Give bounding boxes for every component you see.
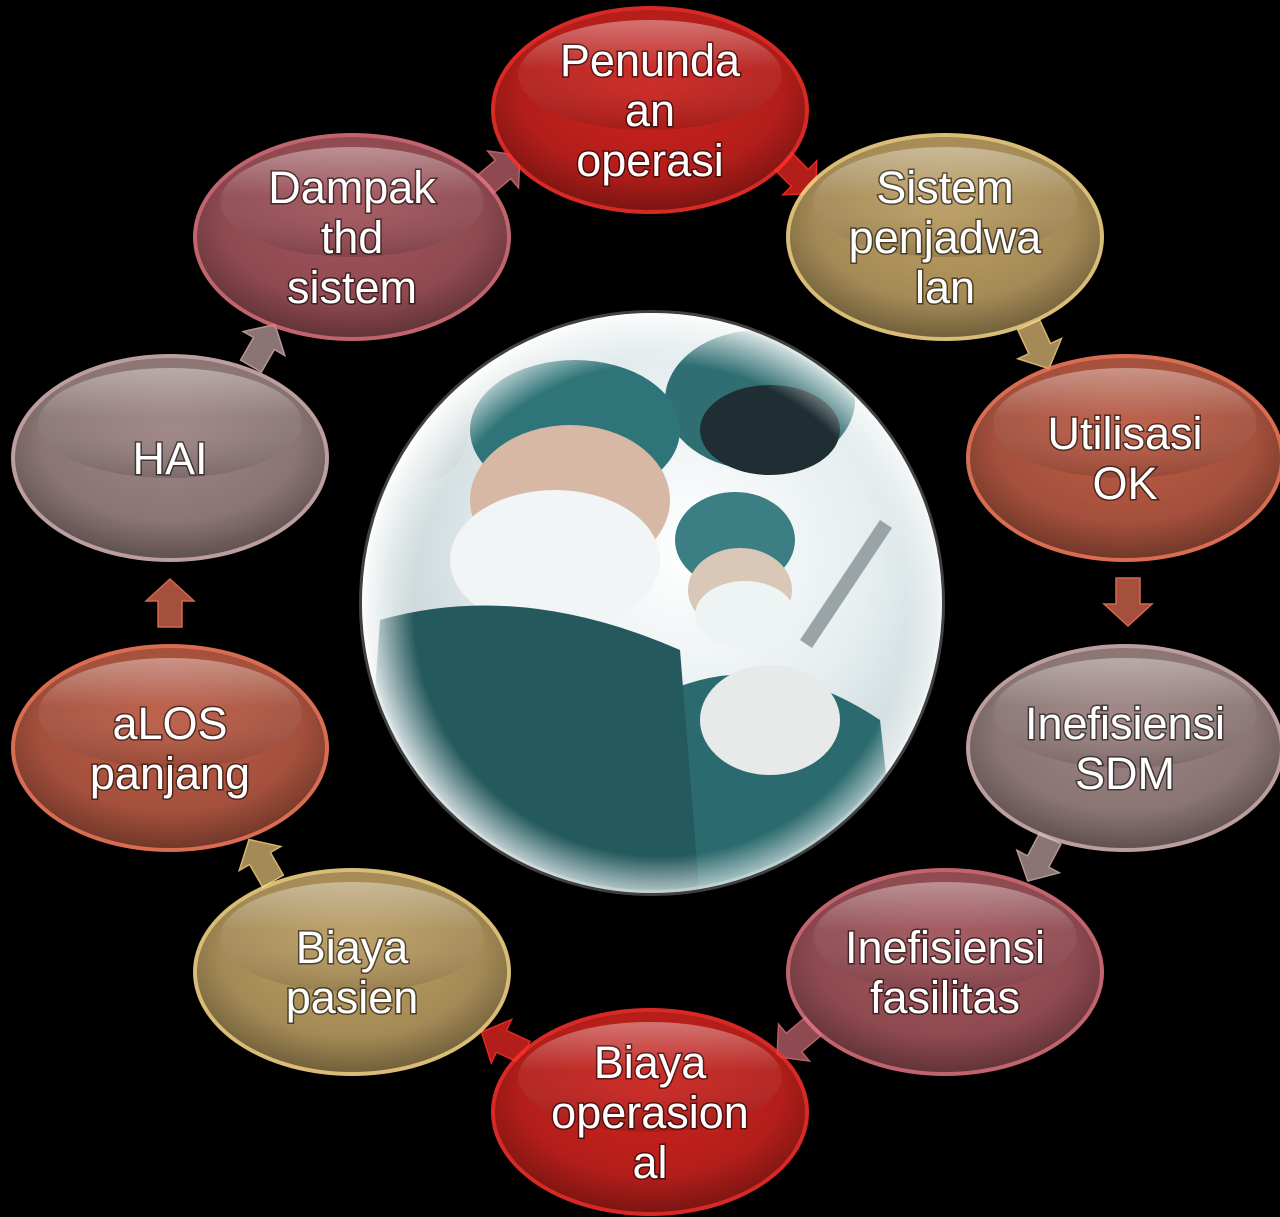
node-label-line: operasi [576,135,724,186]
node-label-line: Biaya [594,1037,708,1088]
node-label-line: an [625,85,675,136]
cycle-arrow [1104,578,1152,626]
node-label-line: Penunda [560,35,741,86]
node-label-line: Inefisiensi [1025,698,1225,749]
node-label: HAI [132,433,207,484]
node-label-line: panjang [90,748,250,799]
node-label-line: OK [1092,458,1157,509]
node-label-line: SDM [1075,748,1175,799]
node-label-line: Inefisiensi [845,922,1045,973]
node-hai: HAI [11,354,329,562]
node-label-line: aLOS [112,698,227,749]
node-label-line: Biaya [296,922,410,973]
node-label-line: pasien [286,972,419,1023]
node-label-line: al [632,1137,667,1188]
node-label-line: operasion [551,1087,749,1138]
node-label-line: thd [321,212,384,263]
node-label-line: penjadwa [849,212,1043,263]
node-label-line: Utilisasi [1047,408,1202,459]
center-photo [360,310,960,910]
cycle-arrow [146,579,194,627]
node-label-line: lan [915,262,975,313]
node-label-line: HAI [132,433,207,484]
node-label-line: Sistem [876,162,1014,213]
node-label-line: fasilitas [870,972,1020,1023]
node-label-line: sistem [287,262,417,313]
node-label-line: Dampak [268,162,436,213]
